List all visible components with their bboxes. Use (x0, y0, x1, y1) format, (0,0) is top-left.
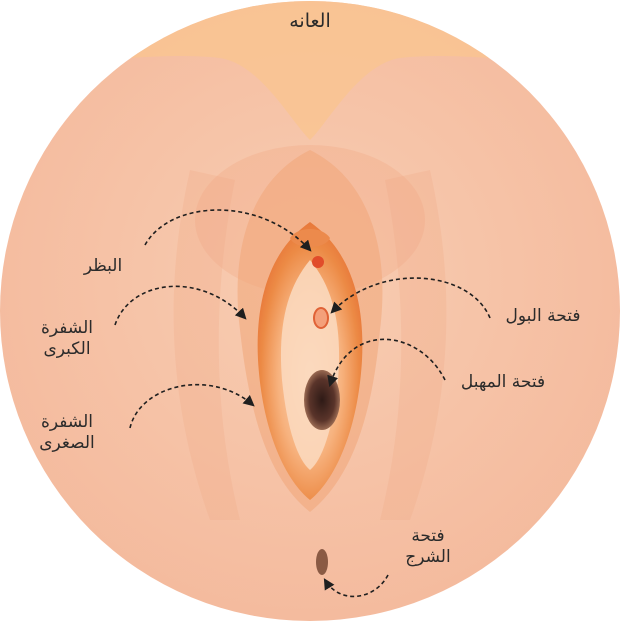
label-urethral-opening: فتحة البول (478, 306, 608, 327)
vaginal-opening-mark (304, 370, 340, 430)
label-vaginal-opening: فتحة المهبل (428, 372, 578, 393)
label-labia-minora: الشفرة الصغرى (22, 412, 112, 455)
label-anus: فتحة الشرج (392, 526, 464, 569)
label-clitoris: البظر (68, 256, 138, 277)
anus-mark (316, 549, 328, 575)
clitoris-mark (312, 256, 324, 268)
label-pubis: العانه (270, 10, 350, 34)
label-labia-majora: الشفرة الكبرى (22, 318, 112, 361)
urethra-mark (314, 308, 328, 328)
